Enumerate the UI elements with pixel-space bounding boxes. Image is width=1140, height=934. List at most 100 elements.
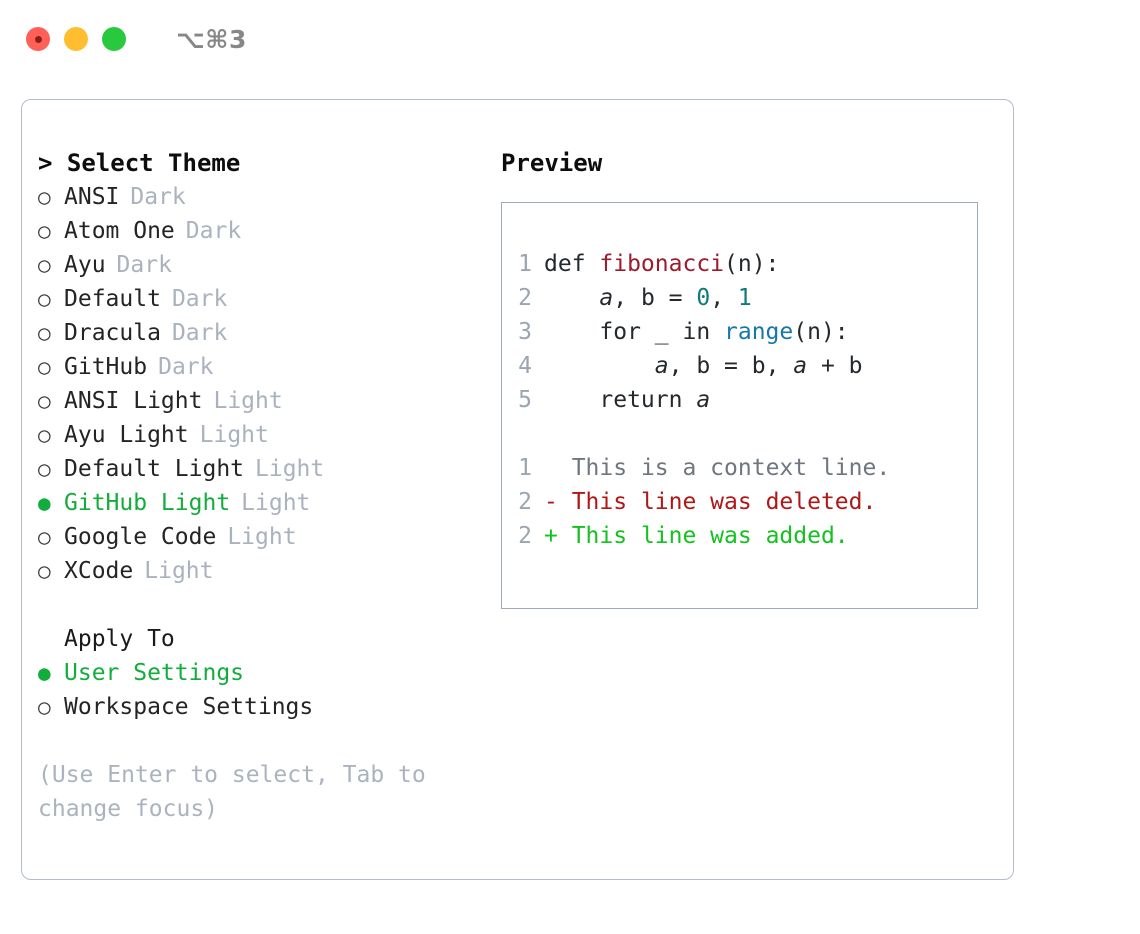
code-token: + b <box>807 353 863 379</box>
code-token: fibonacci <box>599 251 725 277</box>
radio-icon: ○ <box>38 185 51 209</box>
diff-sign: + <box>544 523 558 549</box>
theme-option-tag: Light <box>213 388 283 414</box>
code-token: , <box>710 285 738 311</box>
apply-to-option-label: User Settings <box>64 660 245 686</box>
window-title: ⌥⌘3 <box>176 24 247 54</box>
line-number: 1 <box>518 251 532 277</box>
code-token: , b = <box>613 285 697 311</box>
diff-text: This is a context line. <box>557 455 891 481</box>
code-token: for _ in <box>544 319 725 345</box>
theme-option-ayu[interactable]: ○ Ayu Dark <box>38 248 498 282</box>
theme-option-tag: Light <box>241 490 311 516</box>
theme-option-label: GitHub <box>64 354 148 380</box>
traffic-light-group <box>26 27 126 51</box>
code-line: 2 a, b = 0, 1 <box>502 281 977 315</box>
theme-option-tag: Dark <box>130 184 186 210</box>
theme-option-dracula[interactable]: ○ Dracula Dark <box>38 316 498 350</box>
diff-line-deleted: 2 - This line was deleted. <box>502 485 977 519</box>
code-line: 3 for _ in range(n): <box>502 315 977 349</box>
radio-icon: ○ <box>38 219 51 243</box>
apply-to-option-workspace-settings[interactable]: ○ Workspace Settings <box>38 690 498 724</box>
theme-option-label: XCode <box>64 558 134 584</box>
theme-option-tag: Light <box>227 524 297 550</box>
theme-option-atom-one[interactable]: ○ Atom One Dark <box>38 214 498 248</box>
line-number: 5 <box>518 387 532 413</box>
theme-option-github[interactable]: ○ GitHub Dark <box>38 350 498 384</box>
theme-option-tag: Dark <box>171 320 228 346</box>
theme-option-ansi-light[interactable]: ○ ANSI Light Light <box>38 384 498 418</box>
keyboard-hint-text: (Use Enter to select, Tab to change focu… <box>38 762 426 822</box>
diff-text: This line was deleted. <box>557 489 877 515</box>
radio-icon: ○ <box>38 253 51 277</box>
theme-option-tag: Dark <box>171 286 228 312</box>
code-line: 4 a, b = b, a + b <box>502 349 977 383</box>
section-spacer <box>38 588 498 622</box>
preview-diff-block: 1 This is a context line. 2 - This line … <box>502 451 977 553</box>
theme-option-ansi[interactable]: ○ ANSI Dark <box>38 180 498 214</box>
radio-icon: ○ <box>38 355 51 379</box>
preview-header: Preview <box>501 149 603 177</box>
radio-icon: ○ <box>38 389 51 413</box>
line-number: 2 <box>518 285 532 311</box>
code-token: 1 <box>737 285 752 311</box>
theme-option-label: Default Light <box>64 456 245 482</box>
apply-to-option-list: ● User Settings ○ Workspace Settings <box>38 656 498 724</box>
radio-icon: ○ <box>38 423 51 447</box>
theme-option-tag: Dark <box>185 218 242 244</box>
code-token: (n): <box>724 251 780 277</box>
radio-icon: ○ <box>38 525 51 549</box>
theme-option-github-light[interactable]: ● GitHub Light Light <box>38 486 498 520</box>
main-panel: > Select Theme ○ ANSI Dark ○ Atom One Da… <box>21 99 1014 880</box>
radio-icon: ○ <box>38 287 51 311</box>
theme-option-tag: Dark <box>116 252 172 278</box>
radio-icon: ○ <box>38 559 51 583</box>
close-button[interactable] <box>26 27 50 51</box>
apply-to-option-label: Workspace Settings <box>64 694 314 720</box>
code-token: 0 <box>696 285 711 311</box>
theme-option-label: Default <box>64 286 161 312</box>
radio-selected-icon: ● <box>38 661 51 685</box>
theme-option-xcode[interactable]: ○ XCode Light <box>38 554 498 588</box>
code-content: def fibonacci(n): <box>544 247 779 281</box>
theme-option-default-light[interactable]: ○ Default Light Light <box>38 452 498 486</box>
preview-box: 1 def fibonacci(n): 2 a, b = 0, 1 3 for … <box>501 202 978 609</box>
code-line: 1 def fibonacci(n): <box>502 247 977 281</box>
theme-option-default[interactable]: ○ Default Dark <box>38 282 498 316</box>
line-number: 2 <box>518 489 532 515</box>
radio-icon: ○ <box>38 695 51 719</box>
maximize-button[interactable] <box>102 27 126 51</box>
theme-option-label: GitHub Light <box>64 490 231 516</box>
minimize-button[interactable] <box>64 27 88 51</box>
theme-option-ayu-light[interactable]: ○ Ayu Light Light <box>38 418 498 452</box>
code-token: a <box>696 387 711 413</box>
theme-option-tag: Dark <box>158 354 214 380</box>
code-line: 5 return a <box>502 383 977 417</box>
code-token <box>544 285 599 311</box>
line-number: 3 <box>518 319 532 345</box>
hint-spacer <box>38 724 498 758</box>
apply-to-header: Apply To <box>64 626 175 652</box>
diff-line-context: 1 This is a context line. <box>502 451 977 485</box>
apply-to-option-user-settings[interactable]: ● User Settings <box>38 656 498 690</box>
line-number: 4 <box>518 353 532 379</box>
window-titlebar: ⌥⌘3 <box>0 0 1140 78</box>
diff-sign: - <box>544 489 558 515</box>
diff-line-added: 2 + This line was added. <box>502 519 977 553</box>
theme-picker-column: > Select Theme ○ ANSI Dark ○ Atom One Da… <box>38 146 498 826</box>
code-content: return a <box>544 383 710 417</box>
radio-selected-icon: ● <box>38 491 51 515</box>
diff-sign <box>544 451 558 485</box>
preview-code-block: 1 def fibonacci(n): 2 a, b = 0, 1 3 for … <box>502 247 977 417</box>
preview-gap <box>502 417 977 451</box>
theme-option-google-code[interactable]: ○ Google Code Light <box>38 520 498 554</box>
theme-option-label: ANSI <box>64 184 120 210</box>
theme-option-label: Ayu Light <box>64 422 189 448</box>
radio-icon: ○ <box>38 457 51 481</box>
code-content: a, b = b, a + b <box>544 349 863 383</box>
select-theme-header: > Select Theme <box>38 149 241 177</box>
radio-icon: ○ <box>38 321 51 345</box>
theme-option-label: Ayu <box>64 252 106 278</box>
theme-option-label: Google Code <box>64 524 217 550</box>
